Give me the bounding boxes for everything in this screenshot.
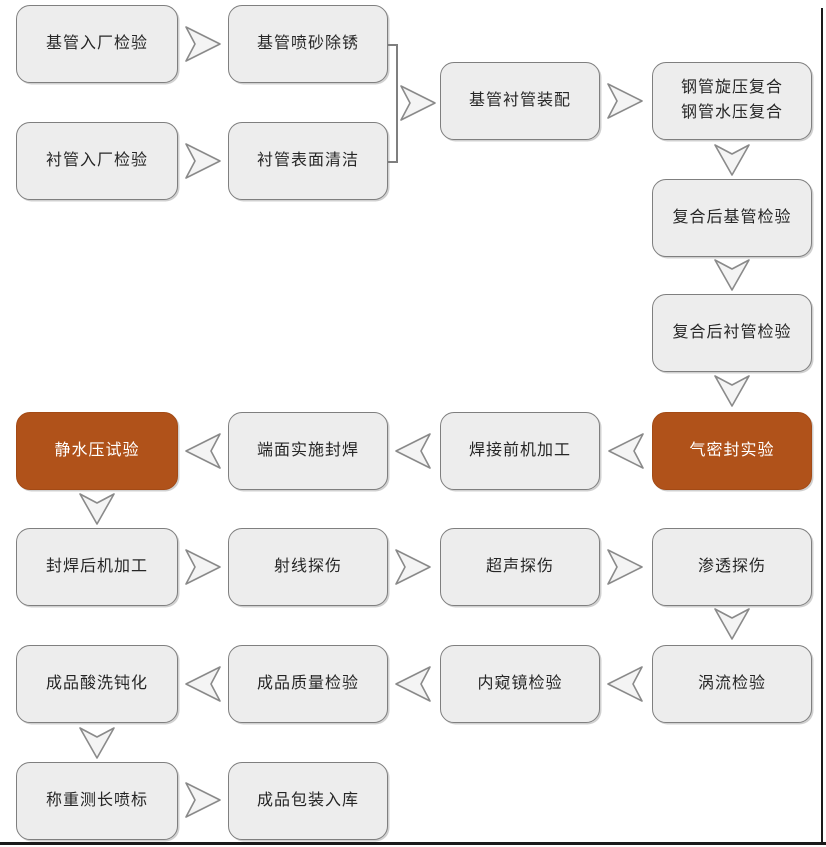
flow-node-penetrant-testing: 渗透探伤: [652, 528, 812, 606]
page-border-right: [821, 8, 823, 845]
flow-node-base-pipe-sandblast-derust: 基管喷砂除锈: [228, 5, 388, 83]
flow-node-label: 复合后衬管检验: [672, 323, 792, 341]
flow-arrow-right-icon: [185, 549, 221, 585]
flow-node-label: 成品包装入库: [256, 791, 359, 809]
flow-node-label: 焊接前机加工: [468, 441, 571, 459]
flow-node-label: 渗透探伤: [697, 557, 766, 575]
flow-node-label: 称重测长喷标: [45, 791, 148, 809]
flow-node-label: 基管喷砂除锈: [256, 34, 359, 52]
flow-arrow-left-icon: [395, 433, 431, 469]
flow-node-label: 基管入厂检验: [45, 34, 148, 52]
flow-node-label: 钢管旋压复合 钢管水压复合: [680, 79, 783, 121]
flow-node-end-face-seal-welding: 端面实施封焊: [228, 412, 388, 490]
page-border-bottom: [0, 842, 826, 845]
flow-node-post-compound-base-inspection: 复合后基管检验: [652, 179, 812, 257]
flow-arrow-down-icon: [714, 608, 750, 640]
flow-arrow-down-icon: [714, 259, 750, 291]
flow-arrow-down-icon: [79, 493, 115, 525]
flow-node-label: 涡流检验: [697, 674, 766, 692]
flow-node-post-compound-liner-inspection: 复合后衬管检验: [652, 294, 812, 372]
flow-arrow-right-icon: [395, 549, 431, 585]
flow-arrow-right-icon: [400, 85, 436, 121]
flow-node-pipe-compounding: 钢管旋压复合 钢管水压复合: [652, 62, 812, 140]
flow-arrow-right-icon: [607, 83, 643, 119]
flow-node-liner-pipe-incoming-inspection: 衬管入厂检验: [16, 122, 178, 200]
flow-arrow-right-icon: [607, 549, 643, 585]
merge-connector-stub-bottom: [388, 161, 398, 163]
flow-arrow-left-icon: [395, 666, 431, 702]
flow-node-hydrostatic-test: 静水压试验: [16, 412, 178, 490]
flow-node-ultrasonic-testing: 超声探伤: [440, 528, 600, 606]
flow-node-label: 射线探伤: [273, 557, 342, 575]
flow-node-label: 成品质量检验: [256, 674, 359, 692]
flow-node-label: 气密封实验: [689, 441, 775, 459]
flow-arrow-left-icon: [185, 433, 221, 469]
flow-arrow-right-icon: [185, 26, 221, 62]
flow-node-label: 端面实施封焊: [256, 441, 359, 459]
flow-node-air-seal-test: 气密封实验: [652, 412, 812, 490]
flow-node-base-liner-pipe-assembly: 基管衬管装配: [440, 62, 600, 140]
flow-node-pre-weld-machining: 焊接前机加工: [440, 412, 600, 490]
merge-connector-vertical: [396, 44, 398, 163]
flow-node-label: 复合后基管检验: [672, 208, 792, 226]
flow-arrow-down-icon: [714, 144, 750, 176]
flow-node-label: 内窥镜检验: [477, 674, 563, 692]
flow-arrow-down-icon: [714, 375, 750, 407]
flow-node-liner-pipe-surface-cleaning: 衬管表面清洁: [228, 122, 388, 200]
flow-node-label: 封焊后机加工: [45, 557, 148, 575]
flow-node-label: 成品酸洗钝化: [45, 674, 148, 692]
flow-node-product-quality-inspection: 成品质量检验: [228, 645, 388, 723]
flow-node-weigh-measure-spray-mark: 称重测长喷标: [16, 762, 178, 840]
flow-arrow-down-icon: [79, 727, 115, 759]
flow-node-product-packaging-warehousing: 成品包装入库: [228, 762, 388, 840]
flow-node-label: 静水压试验: [54, 441, 140, 459]
flow-node-label: 基管衬管装配: [468, 91, 571, 109]
flow-node-base-pipe-incoming-inspection: 基管入厂检验: [16, 5, 178, 83]
flow-node-label: 超声探伤: [485, 557, 554, 575]
flow-node-eddy-current-inspection: 涡流检验: [652, 645, 812, 723]
flow-node-label: 衬管入厂检验: [45, 151, 148, 169]
flow-node-radiographic-testing: 射线探伤: [228, 528, 388, 606]
merge-connector-stub-top: [388, 44, 398, 46]
flow-arrow-left-icon: [607, 666, 643, 702]
flow-arrow-right-icon: [185, 782, 221, 818]
flow-node-product-pickling-passivation: 成品酸洗钝化: [16, 645, 178, 723]
flow-node-endoscope-inspection: 内窥镜检验: [440, 645, 600, 723]
flow-node-post-weld-machining: 封焊后机加工: [16, 528, 178, 606]
flow-arrow-left-icon: [608, 433, 644, 469]
flow-arrow-left-icon: [185, 666, 221, 702]
flow-arrow-right-icon: [185, 143, 221, 179]
flow-node-label: 衬管表面清洁: [256, 151, 359, 169]
